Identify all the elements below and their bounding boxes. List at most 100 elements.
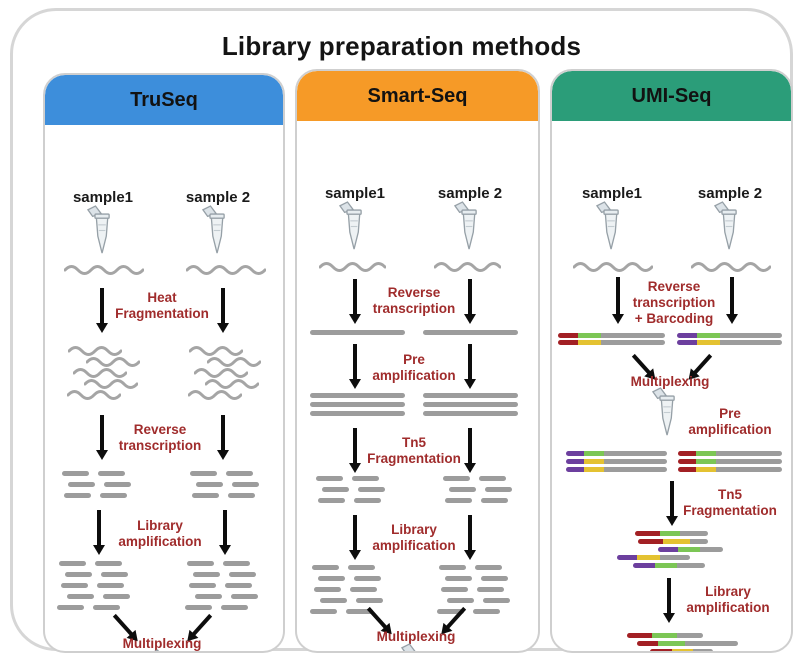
cdna-fragment-cluster bbox=[316, 476, 389, 509]
barcoded-read-bar bbox=[566, 459, 667, 464]
step-label: Library amplification bbox=[372, 522, 456, 553]
rna-fragment-squiggles bbox=[163, 345, 283, 404]
step-label: Multiplexing bbox=[376, 629, 456, 644]
down-arrow-icon bbox=[347, 514, 363, 560]
barcoded-read-bar bbox=[566, 467, 667, 472]
tube-icon bbox=[454, 201, 486, 252]
cdna-fragment-cluster bbox=[57, 561, 132, 616]
step-label: Library amplification bbox=[686, 584, 770, 615]
down-arrow-icon bbox=[215, 414, 231, 460]
panel-truseq-header: TruSeq bbox=[45, 75, 283, 125]
step-label: Heat Fragmentation bbox=[115, 290, 209, 321]
rna-squiggle bbox=[319, 261, 386, 273]
barcoded-read-bar bbox=[558, 340, 665, 345]
converge-arrow-icon bbox=[435, 602, 471, 639]
panel-smartseq-header: Smart-Seq bbox=[297, 71, 538, 121]
barcoded-read-bar bbox=[638, 539, 708, 544]
down-arrow-icon bbox=[215, 287, 231, 333]
down-arrow-icon bbox=[462, 427, 478, 473]
down-arrow-icon bbox=[347, 278, 363, 324]
step-label: Multiplexing bbox=[630, 374, 710, 389]
tube-icon bbox=[596, 201, 628, 252]
sample-label: sample1 bbox=[581, 185, 643, 202]
panel-smartseq: Smart-Seq sample1 sample 2 Reverse transcr… bbox=[295, 69, 540, 653]
converge-arrow-icon bbox=[362, 602, 398, 639]
cdna-fragment-cluster bbox=[437, 565, 512, 620]
amplified-cdna-stack bbox=[423, 393, 518, 420]
converge-arrow-icon bbox=[683, 349, 718, 385]
page-title: Library preparation methods bbox=[221, 31, 582, 61]
step-label: Tn5 Fragmentation bbox=[683, 487, 777, 518]
down-arrow-icon bbox=[217, 509, 233, 555]
converge-arrow-icon bbox=[108, 609, 144, 646]
sample-label: sample1 bbox=[72, 189, 134, 206]
down-arrow-icon bbox=[664, 480, 680, 526]
rna-squiggle bbox=[691, 261, 771, 273]
step-label: Multiplexing bbox=[122, 636, 202, 651]
cdna-bar bbox=[310, 330, 405, 335]
barcoded-read-bar bbox=[650, 649, 713, 651]
down-arrow-icon bbox=[462, 278, 478, 324]
barcoded-read-bar bbox=[678, 451, 782, 456]
step-label: Pre amplification bbox=[372, 352, 456, 383]
barcoded-read-bar bbox=[633, 563, 705, 568]
barcoded-read-bar bbox=[658, 547, 723, 552]
barcoded-read-bar bbox=[637, 641, 738, 646]
barcoded-read-bar bbox=[678, 467, 782, 472]
rna-squiggle bbox=[64, 264, 144, 276]
sample-label: sample1 bbox=[324, 185, 386, 202]
cdna-fragment-cluster bbox=[62, 471, 135, 504]
barcoded-read-bar bbox=[558, 333, 665, 338]
down-arrow-icon bbox=[94, 287, 110, 333]
down-arrow-icon bbox=[347, 343, 363, 389]
cdna-fragment-cluster bbox=[190, 471, 263, 504]
down-arrow-icon bbox=[462, 343, 478, 389]
tube-icon bbox=[652, 387, 684, 438]
down-arrow-icon bbox=[91, 509, 107, 555]
converge-arrow-icon bbox=[181, 609, 217, 646]
tube-icon bbox=[87, 205, 119, 256]
rna-squiggle bbox=[186, 264, 266, 276]
barcoded-read-bar bbox=[678, 459, 782, 464]
panel-umiseq-body: sample1 sample 2 Reverse transcription + B… bbox=[552, 121, 791, 651]
tube-icon bbox=[339, 201, 371, 252]
barcoded-read-bar bbox=[627, 633, 703, 638]
converge-arrow-icon bbox=[627, 349, 662, 385]
rna-squiggle bbox=[573, 261, 653, 273]
panel-umiseq-header: UMI-Seq bbox=[552, 71, 791, 121]
panel-umiseq: UMI-Seq sample1 sample 2 Reverse transcrip… bbox=[550, 69, 793, 653]
rna-squiggle bbox=[434, 261, 501, 273]
amplified-cdna-stack bbox=[310, 393, 405, 420]
barcoded-read-bar bbox=[617, 555, 690, 560]
step-label: Library amplification bbox=[118, 518, 202, 549]
down-arrow-icon bbox=[94, 414, 110, 460]
cdna-fragment-cluster bbox=[185, 561, 260, 616]
sample-label: sample 2 bbox=[697, 185, 763, 202]
tube-icon bbox=[714, 201, 746, 252]
cdna-fragment-cluster bbox=[443, 476, 516, 509]
step-label: Reverse transcription + Barcoding bbox=[632, 279, 716, 326]
cdna-fragment-cluster bbox=[310, 565, 385, 620]
step-label: Pre amplification bbox=[688, 406, 772, 437]
diagram-container: Library preparation methods TruSeq sampl… bbox=[10, 8, 793, 653]
step-label: Reverse transcription bbox=[372, 285, 456, 316]
down-arrow-icon bbox=[462, 514, 478, 560]
tube-icon bbox=[401, 643, 433, 651]
step-label: Tn5 Fragmentation bbox=[367, 435, 461, 466]
barcoded-read-bar bbox=[635, 531, 708, 536]
sample-label: sample 2 bbox=[437, 185, 503, 202]
down-arrow-icon bbox=[724, 276, 740, 324]
tube-icon bbox=[202, 205, 234, 256]
rna-fragment-squiggles bbox=[45, 345, 162, 404]
down-arrow-icon bbox=[610, 276, 626, 324]
step-label: Reverse transcription bbox=[118, 422, 202, 453]
barcoded-read-bar bbox=[677, 340, 782, 345]
barcoded-read-bar bbox=[566, 451, 667, 456]
down-arrow-icon bbox=[661, 577, 677, 623]
tube-icon bbox=[149, 649, 181, 651]
down-arrow-icon bbox=[347, 427, 363, 473]
